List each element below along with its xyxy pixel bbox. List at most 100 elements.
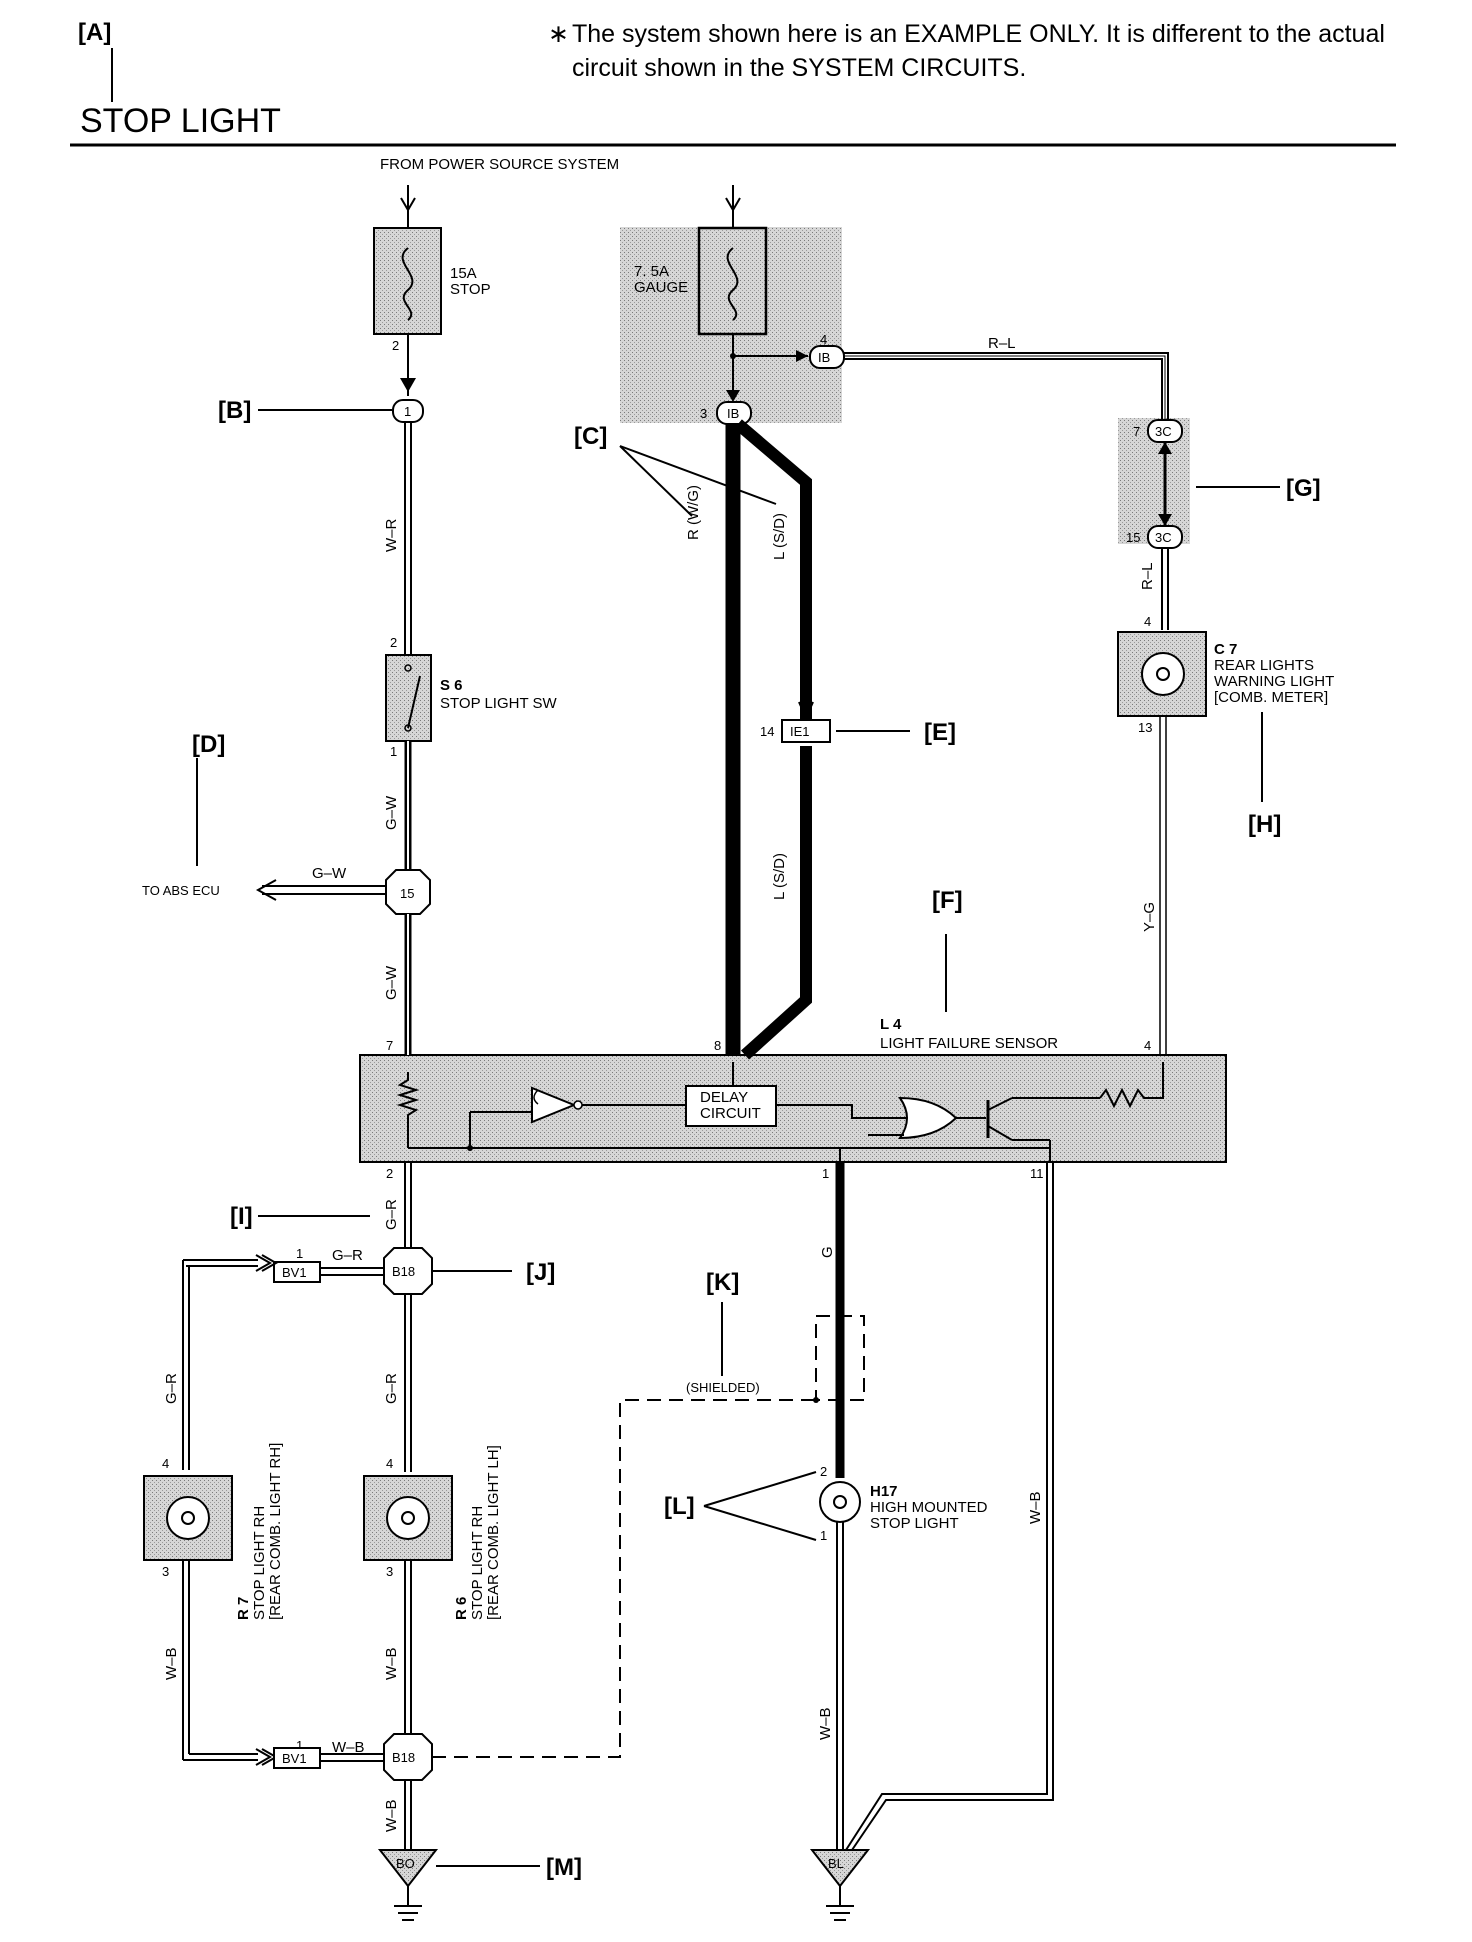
h17-line2: STOP LIGHT <box>870 1515 959 1532</box>
ref-c-label: [C] <box>574 423 607 450</box>
l4-pin-2: 2 <box>386 1166 393 1181</box>
junction-b18-top <box>383 1247 433 1295</box>
s6-id: S 6 <box>440 677 463 694</box>
connector-ib-bottom-label: IB <box>727 406 739 421</box>
ground-bo <box>377 1849 439 1888</box>
connector-bv1-bottom <box>273 1747 321 1769</box>
ref-f-label: [F] <box>932 887 963 914</box>
ref-d-label: [D] <box>192 731 225 758</box>
wire-w-b-right-label: W–B <box>1027 1491 1044 1524</box>
ref-l-leader-2 <box>703 1505 817 1541</box>
l4-pin-4: 4 <box>1144 1038 1151 1053</box>
wire-w-b-mid-label: W–B <box>383 1647 400 1680</box>
h17-pin-top: 2 <box>820 1464 827 1479</box>
ref-a-label: [A] <box>78 19 111 46</box>
l4-pin-7: 7 <box>386 1038 393 1053</box>
r6-line2: [REAR COMB. LIGHT LH] <box>485 1445 502 1620</box>
connector-3c-bottom-pin: 15 <box>1126 530 1140 545</box>
junction-b18-bottom <box>383 1733 433 1781</box>
connector-bv1-bottom-label: BV1 <box>282 1751 307 1766</box>
sensor-resistor-2-icon <box>1099 1062 1164 1109</box>
connector-3c-bottom <box>1147 525 1183 549</box>
fuse-gauge-rating: 7. 5A <box>634 263 669 280</box>
ie1-arrow-icon <box>798 701 814 721</box>
c7-pin-bottom: 13 <box>1138 720 1152 735</box>
ref-e-label: [E] <box>924 719 956 746</box>
wire-y-g-label: Y–G <box>1141 902 1158 932</box>
r6-line1: STOP LIGHT RH <box>469 1506 486 1620</box>
fuse-stop-pin: 2 <box>392 338 399 353</box>
s6-pin-top: 2 <box>390 635 397 650</box>
junction-15-label: 15 <box>400 886 414 901</box>
wire-r-l-side-label: R–L <box>1139 562 1156 590</box>
note-line-2: circuit shown in the SYSTEM CIRCUITS. <box>572 54 1026 82</box>
wire-l-sd-upper <box>734 419 812 720</box>
r7-line1: STOP LIGHT RH <box>251 1506 268 1620</box>
connector-bv1-top-label: BV1 <box>282 1265 307 1280</box>
ref-c-leader-1 <box>619 445 693 517</box>
wire-r-l-top-label: R–L <box>988 335 1016 352</box>
switch-contact-icon <box>407 675 421 729</box>
wire-w-b-left-label: W–B <box>163 1647 180 1680</box>
gauge-feed-arrow-icon <box>725 197 741 212</box>
feed-arrow-icon <box>400 197 416 212</box>
c7-line3: [COMB. METER] <box>1214 689 1328 706</box>
page-title: STOP LIGHT <box>80 102 281 140</box>
connector-ie1-label: IE1 <box>790 724 810 739</box>
wire-g-r-1-label: G–R <box>383 1199 400 1230</box>
connector-ib-top <box>809 345 845 369</box>
r7-line2: [REAR COMB. LIGHT RH] <box>267 1443 284 1620</box>
connector-bv1-top <box>273 1261 321 1283</box>
connector-ib-bottom-pin: 3 <box>700 406 707 421</box>
r6-pin-bottom: 3 <box>386 1564 393 1579</box>
shield-ground-wire <box>432 1399 816 1758</box>
ib-arrow-icon <box>796 350 808 362</box>
wire-l-sd-2-label: L (S/D) <box>771 853 788 900</box>
junction-b18-bottom-label: B18 <box>392 1750 415 1765</box>
wire-w-b-bottom-label: W–B <box>383 1799 400 1832</box>
wire-g-r-left-label: G–R <box>163 1373 180 1404</box>
wire-w-b-link-label: W–B <box>332 1739 365 1756</box>
ground-bl-label: BL <box>828 1856 844 1871</box>
ref-j-label: [J] <box>526 1259 555 1286</box>
note-star: ∗ <box>548 20 569 48</box>
ref-k-label: [K] <box>706 1269 739 1296</box>
r7-pin-top: 4 <box>162 1456 169 1471</box>
bv1-top-pin: 1 <box>296 1246 303 1261</box>
connector-3c-top-pin: 7 <box>1133 424 1140 439</box>
h17-line1: HIGH MOUNTED <box>870 1499 988 1516</box>
fuse-gauge-element-icon <box>726 247 739 321</box>
connector-ie1-pin: 14 <box>760 724 774 739</box>
l4-name: LIGHT FAILURE SENSOR <box>880 1035 1058 1052</box>
s6-name: STOP LIGHT SW <box>440 695 558 712</box>
comparator-icon <box>531 1086 577 1124</box>
sensor-resistor-icon <box>396 1072 420 1148</box>
wire-r-wg-label: R (W/G) <box>685 485 702 540</box>
c7-line1: REAR LIGHTS <box>1214 657 1314 674</box>
delay-circuit-line1: DELAY <box>700 1089 748 1106</box>
h17-bulb-icon <box>819 1481 861 1523</box>
abs-arrow-icon <box>255 879 277 901</box>
fuse-gauge-name: GAUGE <box>634 279 688 296</box>
h17-id: H17 <box>870 1483 898 1500</box>
c3-down-arrow-icon <box>1158 514 1172 526</box>
ground-bo-label: BO <box>396 1856 415 1871</box>
c7-pin-top: 4 <box>1144 614 1151 629</box>
l4-id: L 4 <box>880 1016 902 1033</box>
power-source-label: FROM POWER SOURCE SYSTEM <box>380 156 619 173</box>
wire-g-label: G <box>819 1246 836 1258</box>
fuse-stop <box>373 227 442 335</box>
wire-l-sd-1-label: L (S/D) <box>771 513 788 560</box>
ref-i-label: [I] <box>230 1203 253 1230</box>
bv1-top-arrow-icon <box>255 1254 273 1272</box>
r6-bulb-icon <box>386 1496 430 1540</box>
ref-b-label: [B] <box>218 397 251 424</box>
wire-g-w-abs-label: G–W <box>312 865 347 882</box>
ref-h-label: [H] <box>1248 811 1281 838</box>
h17-pin-bottom: 1 <box>820 1528 827 1543</box>
s6-pin-bottom: 1 <box>390 744 397 759</box>
or-gate-icon <box>898 1096 958 1140</box>
connector-1 <box>392 399 424 423</box>
bv1-bottom-pin: 1 <box>296 1738 303 1753</box>
